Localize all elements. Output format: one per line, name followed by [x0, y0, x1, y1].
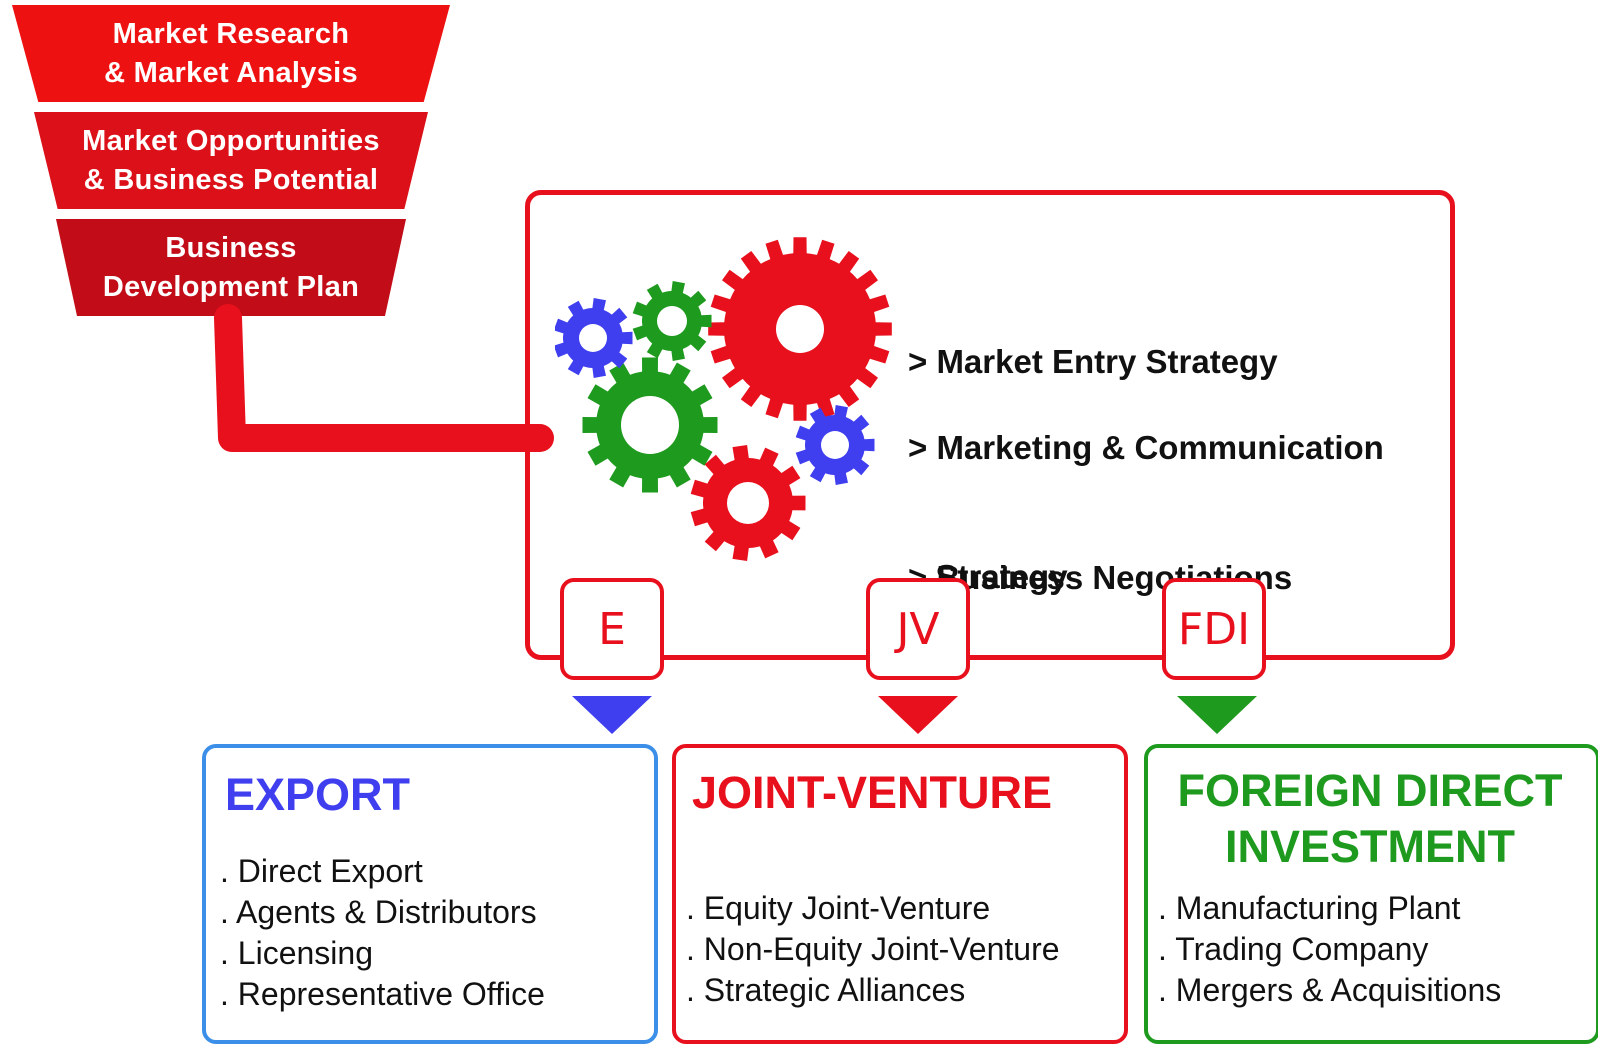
gear-big-hole [776, 305, 824, 353]
arrow-down-red-icon [878, 696, 958, 734]
funnel-step-label: & Market Analysis [104, 56, 358, 89]
list-item: . Manufacturing Plant [1158, 890, 1461, 926]
funnel-step-label: Market Research [112, 17, 350, 50]
list-item: . Strategic Alliances [686, 972, 966, 1008]
list-item: . Representative Office [220, 976, 545, 1012]
strategy-label: > Marketing & Communication [908, 429, 1384, 466]
list-item: . Agents & Distributors [220, 894, 537, 930]
funnel-step-market-research: Market Research & Market Analysis [12, 5, 450, 102]
funnel-step-market-opportunities: Market Opportunities & Business Potentia… [34, 112, 428, 209]
joint-venture-title: JOINT-VENTURE [692, 767, 1053, 818]
gear-red-small-hole [727, 482, 769, 524]
gear-blue-left-hole [579, 324, 607, 352]
gear-green-big-hole [621, 396, 679, 454]
connector-line [214, 304, 554, 452]
list-item: . Mergers & Acquisitions [1158, 972, 1502, 1008]
strategy-label: > Market Entry Strategy [908, 343, 1278, 380]
strategy-market-entry: > Market Entry Strategy [908, 254, 1278, 426]
funnel-step-business-development: Business Development Plan [56, 219, 406, 316]
list-item: . Equity Joint-Venture [686, 890, 991, 926]
gear-large-red-icon [708, 237, 892, 421]
gear-green-icon [582, 357, 718, 493]
fdi-title-line: FOREIGN DIRECT [1177, 765, 1563, 816]
funnel-step-label: Business [165, 231, 297, 264]
funnel-step-label: Market Opportunities [82, 124, 380, 157]
gear-green-small-hole [657, 306, 687, 336]
list-item: . Direct Export [220, 853, 423, 889]
strategy-panel [525, 190, 1455, 660]
fdi-title: FOREIGN DIRECT INVESTMENT [1150, 763, 1590, 875]
gear-blue-right-hole [821, 431, 849, 459]
fdi-list: . Manufacturing Plant . Trading Company … [1158, 888, 1501, 1011]
tag-export: E [560, 578, 664, 680]
funnel-step-label: Development Plan [102, 270, 360, 303]
gears-icon [555, 237, 892, 561]
fdi-title-line: INVESTMENT [1224, 821, 1516, 872]
list-item: . Non-Equity Joint-Venture [686, 931, 1060, 967]
arrow-down-blue-icon [572, 696, 652, 734]
list-item: . Licensing [220, 935, 373, 971]
tag-fdi: FDI [1162, 578, 1266, 680]
joint-venture-list: . Equity Joint-Venture . Non-Equity Join… [686, 888, 1060, 1011]
gear-blue-icon [555, 298, 633, 378]
gear-green-small-icon [632, 281, 712, 361]
gear-red-small-icon [690, 445, 806, 561]
export-list: . Direct Export . Agents & Distributors … [220, 851, 545, 1015]
tag-joint-venture: JV [866, 578, 970, 680]
gear-blue-small-icon [795, 405, 875, 485]
arrow-down-green-icon [1177, 696, 1257, 734]
list-item: . Trading Company [1158, 931, 1429, 967]
funnel-step-label: & Business Potential [83, 163, 379, 196]
export-title: EXPORT [225, 769, 411, 820]
